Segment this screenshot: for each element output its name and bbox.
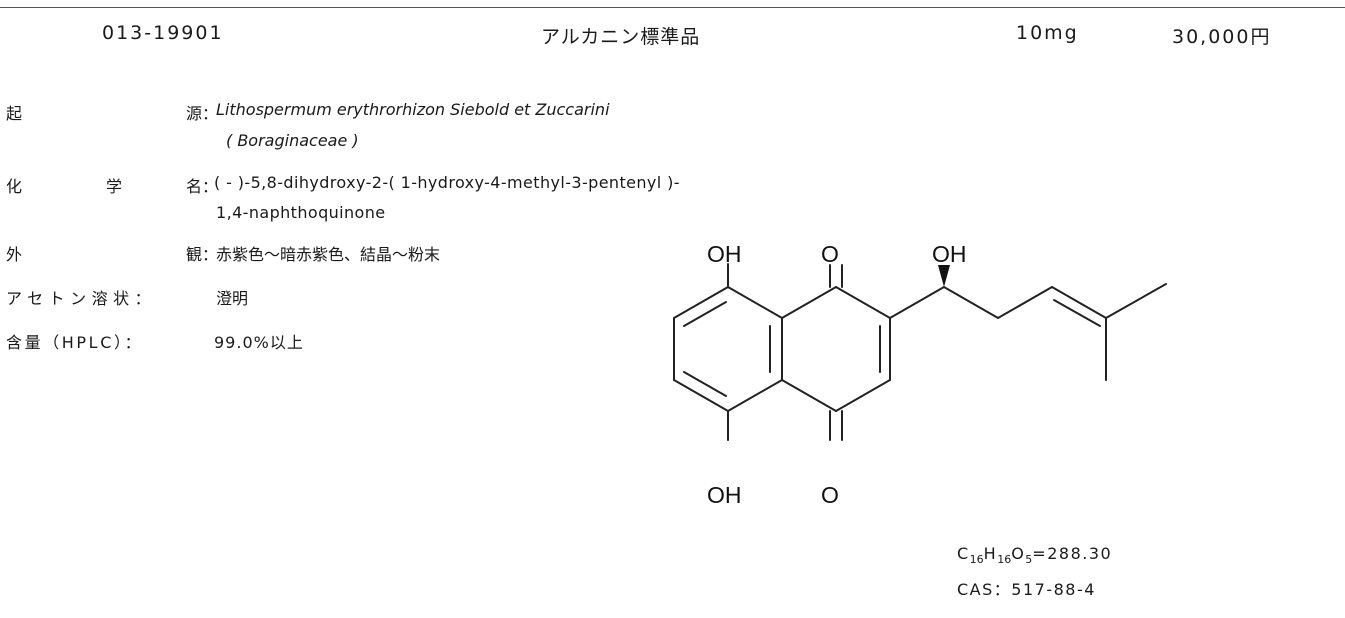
- bond: [943, 286, 999, 319]
- acetone-solubility-label: アセトン溶状：: [6, 289, 157, 308]
- product-code: 013-19901: [102, 22, 224, 44]
- bond: [727, 286, 783, 319]
- bond: [683, 371, 727, 397]
- bond: [1053, 299, 1101, 327]
- chemical-name-line2: 1,4-naphthoquinone: [216, 203, 386, 222]
- atom-label: OH: [932, 241, 967, 267]
- atom-label: OH: [707, 482, 742, 508]
- appearance-label-a: 外: [6, 245, 23, 264]
- bond: [835, 379, 891, 412]
- bond: [835, 286, 891, 319]
- bond: [673, 286, 729, 319]
- bond: [727, 379, 783, 412]
- origin-label-a: 起: [6, 104, 23, 123]
- bond: [781, 286, 837, 319]
- bond: [683, 301, 727, 327]
- product-quantity: 10mg: [1016, 22, 1079, 44]
- content-value: 99.0%以上: [214, 333, 304, 352]
- appearance-label-b: 観：: [186, 245, 219, 264]
- molecular-weight: =288.30: [1032, 544, 1113, 563]
- chemical-name-line1: ( - )-5,8-dihydroxy-2-( 1-hydroxy-4-meth…: [214, 173, 680, 192]
- origin-value-line1: Lithospermum erythrorhizon Siebold et Zu…: [216, 100, 610, 119]
- bond: [1051, 286, 1107, 319]
- chemical-name-label-c: 名：: [186, 177, 219, 196]
- molecular-formula: C16H16O5=288.30: [957, 544, 1112, 566]
- formula-o-count: 5: [1025, 553, 1033, 567]
- bond: [997, 286, 1053, 319]
- formula-c: C: [957, 544, 970, 563]
- product-price: 30,000円: [1172, 26, 1272, 48]
- bond: [673, 379, 729, 412]
- atom-label: OH: [707, 241, 742, 267]
- bond: [889, 286, 945, 319]
- atom-label: O: [821, 241, 839, 267]
- atom-label: O: [821, 482, 839, 508]
- top-rule: [0, 7, 1345, 8]
- appearance-value: 赤紫色～暗赤紫色、結晶～粉末: [216, 245, 441, 264]
- cas-number: CAS：517-88-4: [957, 580, 1096, 599]
- acetone-solubility-value: 澄明: [216, 289, 249, 308]
- product-name: アルカニン標準品: [541, 26, 701, 48]
- origin-value-line2: ( Boraginaceae ): [226, 131, 359, 150]
- stereo-wedge-bond: [938, 265, 950, 287]
- chemical-name-label-b: 学: [106, 177, 123, 196]
- formula-o: O: [1011, 544, 1026, 563]
- formula-h-count: 16: [997, 553, 1012, 567]
- bond: [1105, 283, 1167, 319]
- formula-h: H: [983, 544, 998, 563]
- chemical-name-label-a: 化: [6, 177, 23, 196]
- product-header: 013-19901 アルカニン標準品 10mg 30,000円: [0, 22, 1345, 56]
- bond: [781, 379, 837, 412]
- origin-label-b: 源：: [186, 104, 219, 123]
- content-label: 含量（HPLC）：: [6, 333, 144, 352]
- formula-c-count: 16: [969, 553, 984, 567]
